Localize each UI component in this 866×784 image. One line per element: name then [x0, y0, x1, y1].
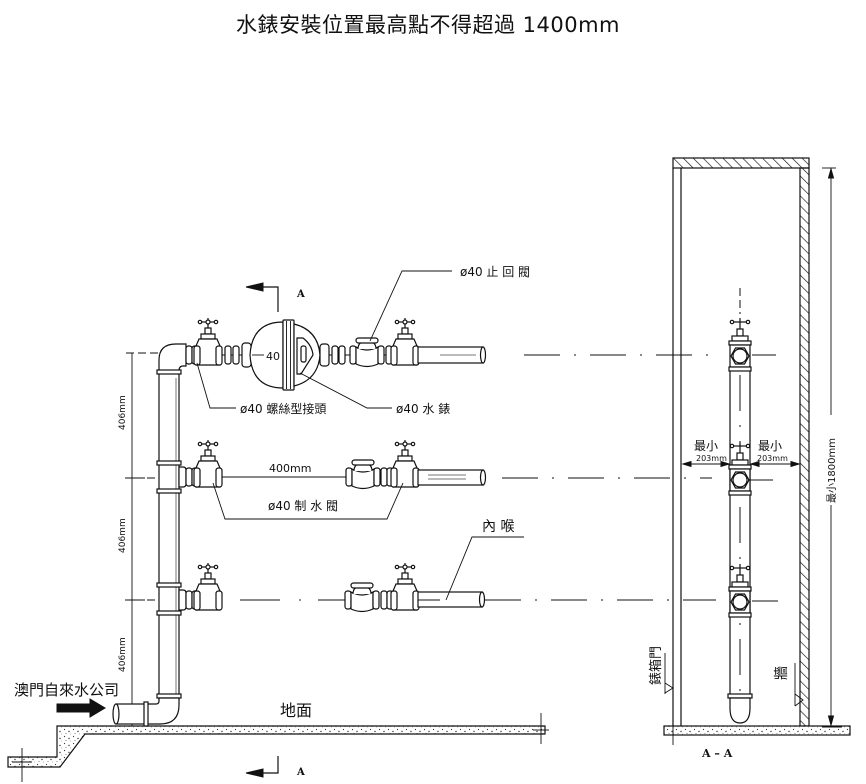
outlet-pipe — [417, 469, 487, 486]
svg-text:ø40 水 錶: ø40 水 錶 — [396, 401, 450, 416]
flow-direction-arrow-icon — [56, 698, 106, 718]
section-cut-mark-top: A — [245, 282, 305, 312]
water-meter-icon: 40 — [241, 319, 330, 391]
wall-label: 牆 — [774, 666, 790, 680]
ground-slab — [7, 725, 546, 768]
diagram-title: 水錶安裝位置最高點不得超過 1400mm — [235, 13, 621, 37]
min-height-dimension: 最小1800mm — [822, 167, 842, 728]
elevation-view: 地面 澳門自來水公司 406mm 406mm 406mm — [7, 265, 718, 782]
gate-valve-icon — [193, 439, 223, 488]
union-nut — [380, 467, 388, 487]
check-valve-icon — [344, 582, 380, 613]
riser-dimension: 406mm 406mm 406mm — [118, 352, 158, 726]
gate-valve-icon — [390, 562, 420, 611]
section-riser-pipe — [727, 288, 778, 724]
callout-union-joint: ø40 螺絲型接頭 — [196, 362, 326, 416]
union-nut — [185, 345, 193, 365]
box-top-hatch — [672, 157, 810, 169]
check-valve-icon — [345, 459, 381, 490]
wall-marker: 牆 — [774, 663, 804, 707]
top-elbow — [158, 343, 187, 373]
svg-text:ø40 螺絲型接頭: ø40 螺絲型接頭 — [240, 401, 326, 416]
callout-check-valve: ø40 止 回 閥 — [369, 265, 530, 342]
min-height-label: 最小1800mm — [826, 438, 838, 503]
union-nut — [185, 590, 193, 610]
section-ground-slab — [663, 725, 851, 736]
callout-inner-pipe: 內 喉 — [445, 519, 524, 601]
ground-label: 地面 — [280, 701, 312, 720]
svg-text:ø40 止 回 閥: ø40 止 回 閥 — [460, 265, 530, 279]
supplier-label: 澳門自來水公司 — [14, 681, 119, 699]
union-nut — [224, 345, 232, 365]
svg-text:最小: 最小 — [694, 439, 718, 453]
section-title: A – A — [701, 747, 733, 760]
riser-spacing-label-2: 406mm — [118, 518, 128, 553]
inlet-pipe — [115, 703, 148, 725]
riser-spacing-label-3: 406mm — [118, 637, 128, 672]
valve-spacing-label: 400mm — [269, 462, 311, 475]
svg-text:最小: 最小 — [758, 439, 782, 453]
svg-text:203mm: 203mm — [696, 454, 727, 463]
riser-spacing-label-1: 406mm — [118, 395, 128, 430]
gate-valve-icon — [193, 317, 223, 366]
meter-box-door-label: 錶箱門 — [648, 646, 664, 685]
outlet-pipe — [417, 346, 487, 364]
section-view: 最小1800mm 最小 20 — [648, 157, 851, 760]
union-nut — [185, 467, 193, 487]
check-valve-icon — [349, 337, 385, 368]
svg-text:203mm: 203mm — [757, 454, 788, 463]
callout-water-meter: ø40 水 錶 — [299, 372, 450, 416]
section-cut-mark-bottom: A — [245, 756, 305, 778]
clearance-dimension-right: 最小 203mm — [749, 439, 801, 468]
bottom-elbow — [146, 697, 180, 725]
meter-run-top: 40 — [185, 317, 487, 391]
union-nut — [232, 345, 240, 365]
svg-text:ø40 制 水 閥: ø40 制 水 閥 — [268, 499, 338, 513]
union-nut — [380, 590, 388, 610]
svg-text:A: A — [296, 767, 305, 778]
meter-run-middle: 400mm — [185, 439, 487, 490]
section-valve-fitting-icon — [728, 317, 752, 372]
meter-size-label: 40 — [266, 350, 280, 363]
svg-text:內 喉: 內 喉 — [482, 519, 514, 535]
meter-run-bottom — [185, 562, 486, 613]
wall-hatch — [799, 167, 810, 727]
gate-valve-icon — [193, 562, 223, 611]
clearance-dimension-left: 最小 203mm — [681, 439, 731, 468]
callout-stop-valve: ø40 制 水 閥 — [212, 482, 404, 520]
section-bottom-elbow — [729, 697, 751, 724]
gate-valve-icon — [390, 439, 420, 488]
outlet-pipe — [417, 591, 486, 608]
meter-box-door-marker: 錶箱門 — [648, 646, 674, 694]
svg-text:A: A — [296, 289, 305, 300]
union-nut — [338, 345, 346, 365]
gate-valve-icon — [390, 317, 420, 366]
union-nut — [331, 345, 339, 365]
